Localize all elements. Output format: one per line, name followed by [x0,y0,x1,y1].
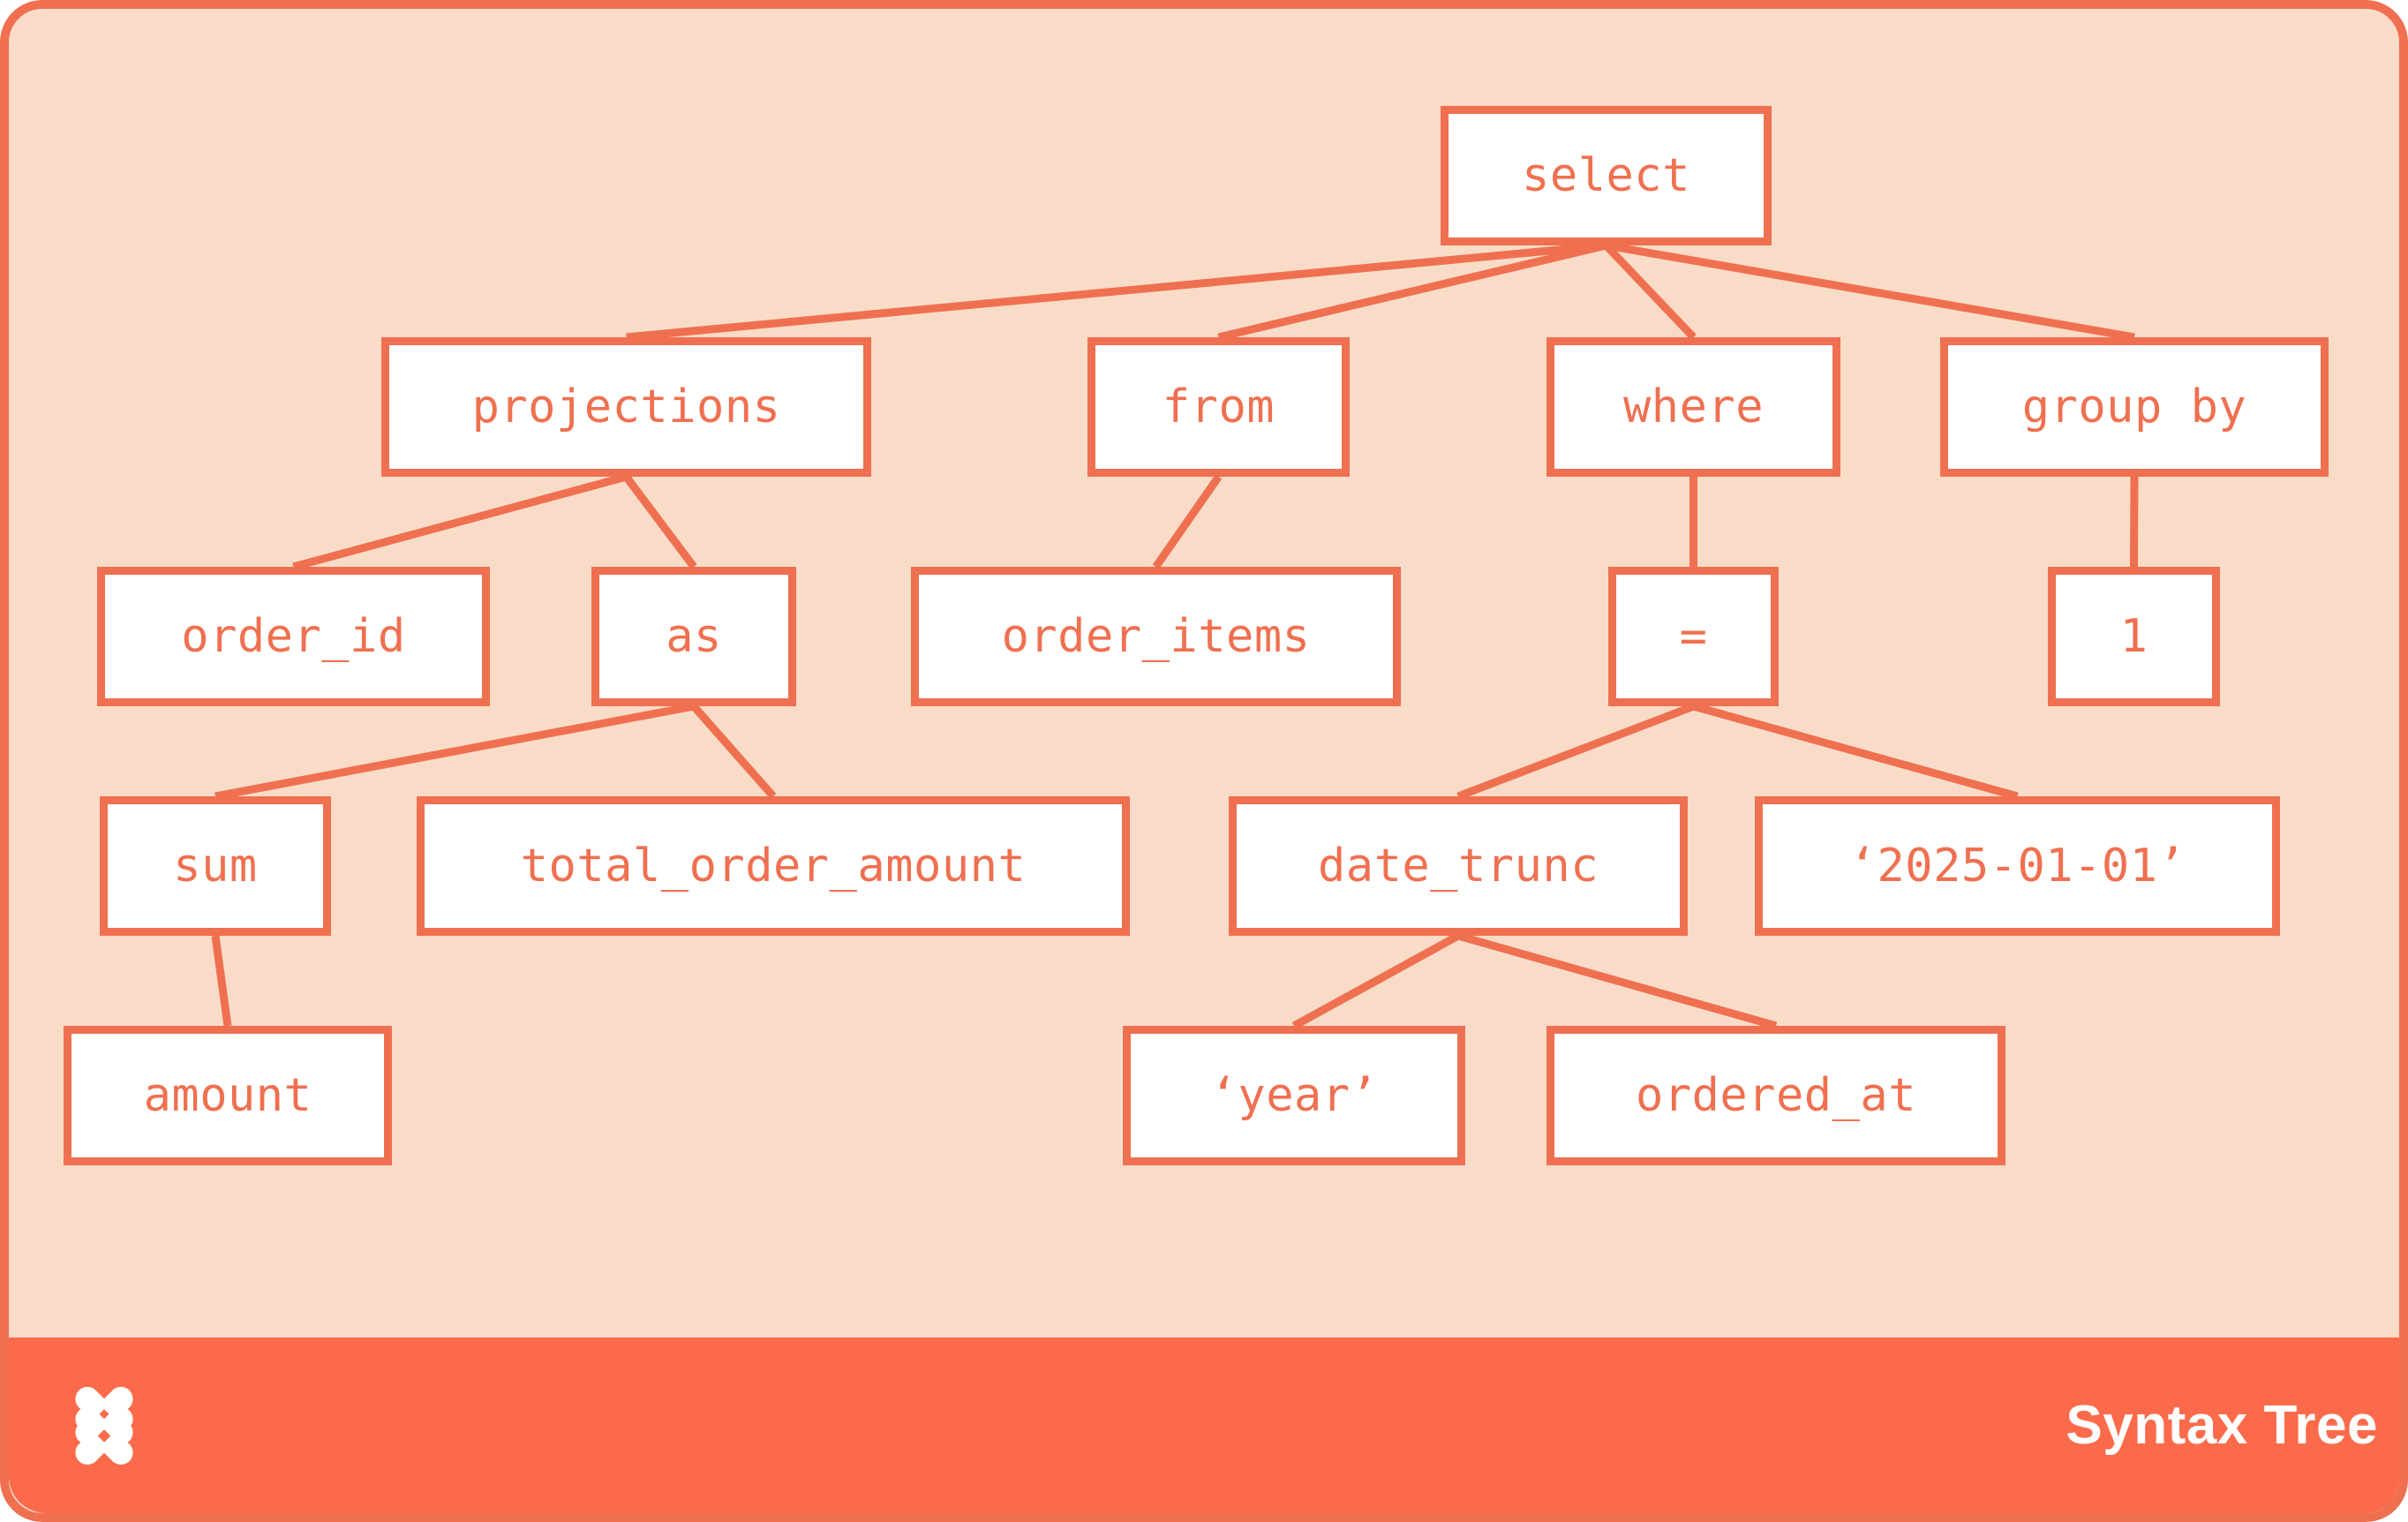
tree-node-label: select [1522,149,1690,202]
tree-node-sum[interactable]: sum [100,796,331,936]
tree-edge-as-to-sum [214,702,695,801]
tree-node-amount[interactable]: amount [64,1026,392,1165]
tree-edges [211,241,2139,1030]
footer-bar: Syntax Tree [9,1337,2399,1513]
tree-canvas: select projections from where group by order_… [9,9,2399,1355]
tree-node-label: total_order_amount [520,840,1027,893]
tree-node-group_by[interactable]: group by [1940,337,2329,477]
footer-title: Syntax Tree [2066,1395,2378,1456]
tree-node-label: order_items [1001,610,1311,663]
tree-node-label: order_id [181,610,406,663]
tree-node-label: 1 [2119,610,2148,663]
tree-node-label: where [1622,380,1765,433]
tree-node-label: group by [2021,380,2247,433]
brand-x-star-logo [75,1386,133,1465]
tree-edge-select-to-group_by [1605,241,2135,342]
tree-node-from[interactable]: from [1087,337,1350,477]
tree-node-total_order_amount[interactable]: total_order_amount [417,796,1130,936]
tree-node-where[interactable]: where [1546,337,1840,477]
tree-edge-projections-to-order_id [292,472,628,571]
tree-node-select[interactable]: select [1441,106,1772,245]
tree-edge-group_by-to-one [2130,476,2139,568]
tree-edge-select-to-from [1217,241,1607,342]
tree-node-eq[interactable]: = [1608,567,1779,706]
tree-node-year_literal[interactable]: ‘year’ [1123,1026,1465,1165]
tree-node-projections[interactable]: projections [381,337,871,477]
tree-edge-date_trunc-to-year_literal [1291,932,1461,1029]
tree-node-label: = [1679,610,1708,663]
tree-node-date_literal[interactable]: ‘2025-01-01’ [1755,796,2280,936]
tree-node-label: sum [173,840,258,893]
tree-node-label: date_trunc [1317,840,1599,893]
tree-node-order_items[interactable]: order_items [911,567,1401,706]
tree-node-date_trunc[interactable]: date_trunc [1229,796,1688,936]
tree-edge-select-to-projections [626,241,1607,342]
tree-edge-sum-to-amount [211,935,232,1027]
tree-node-label: ordered_at [1635,1069,1917,1122]
tree-node-label: amount [143,1069,312,1122]
tree-node-label: as [666,610,722,663]
tree-edge-as-to-total_order_amount [690,704,777,799]
tree-edge-select-to-where [1603,242,1697,341]
tree-node-as[interactable]: as [591,567,796,706]
tree-node-label: ‘year’ [1209,1069,1379,1122]
tree-node-label: ‘2025-01-01’ [1848,840,2186,893]
tree-edge-projections-to-as [622,474,697,569]
tree-node-order_id[interactable]: order_id [97,567,490,706]
tree-node-label: projections [471,380,781,433]
tree-edge-eq-to-date_trunc [1456,702,1696,801]
tree-edge-date_trunc-to-ordered_at [1456,931,1778,1030]
tree-node-ordered_at[interactable]: ordered_at [1546,1026,2005,1165]
tree-edge-from-to-order_items [1152,474,1223,569]
tree-node-one[interactable]: 1 [2048,567,2220,706]
tree-node-label: from [1162,380,1275,433]
tree-edge-eq-to-date_literal [1692,702,2019,801]
